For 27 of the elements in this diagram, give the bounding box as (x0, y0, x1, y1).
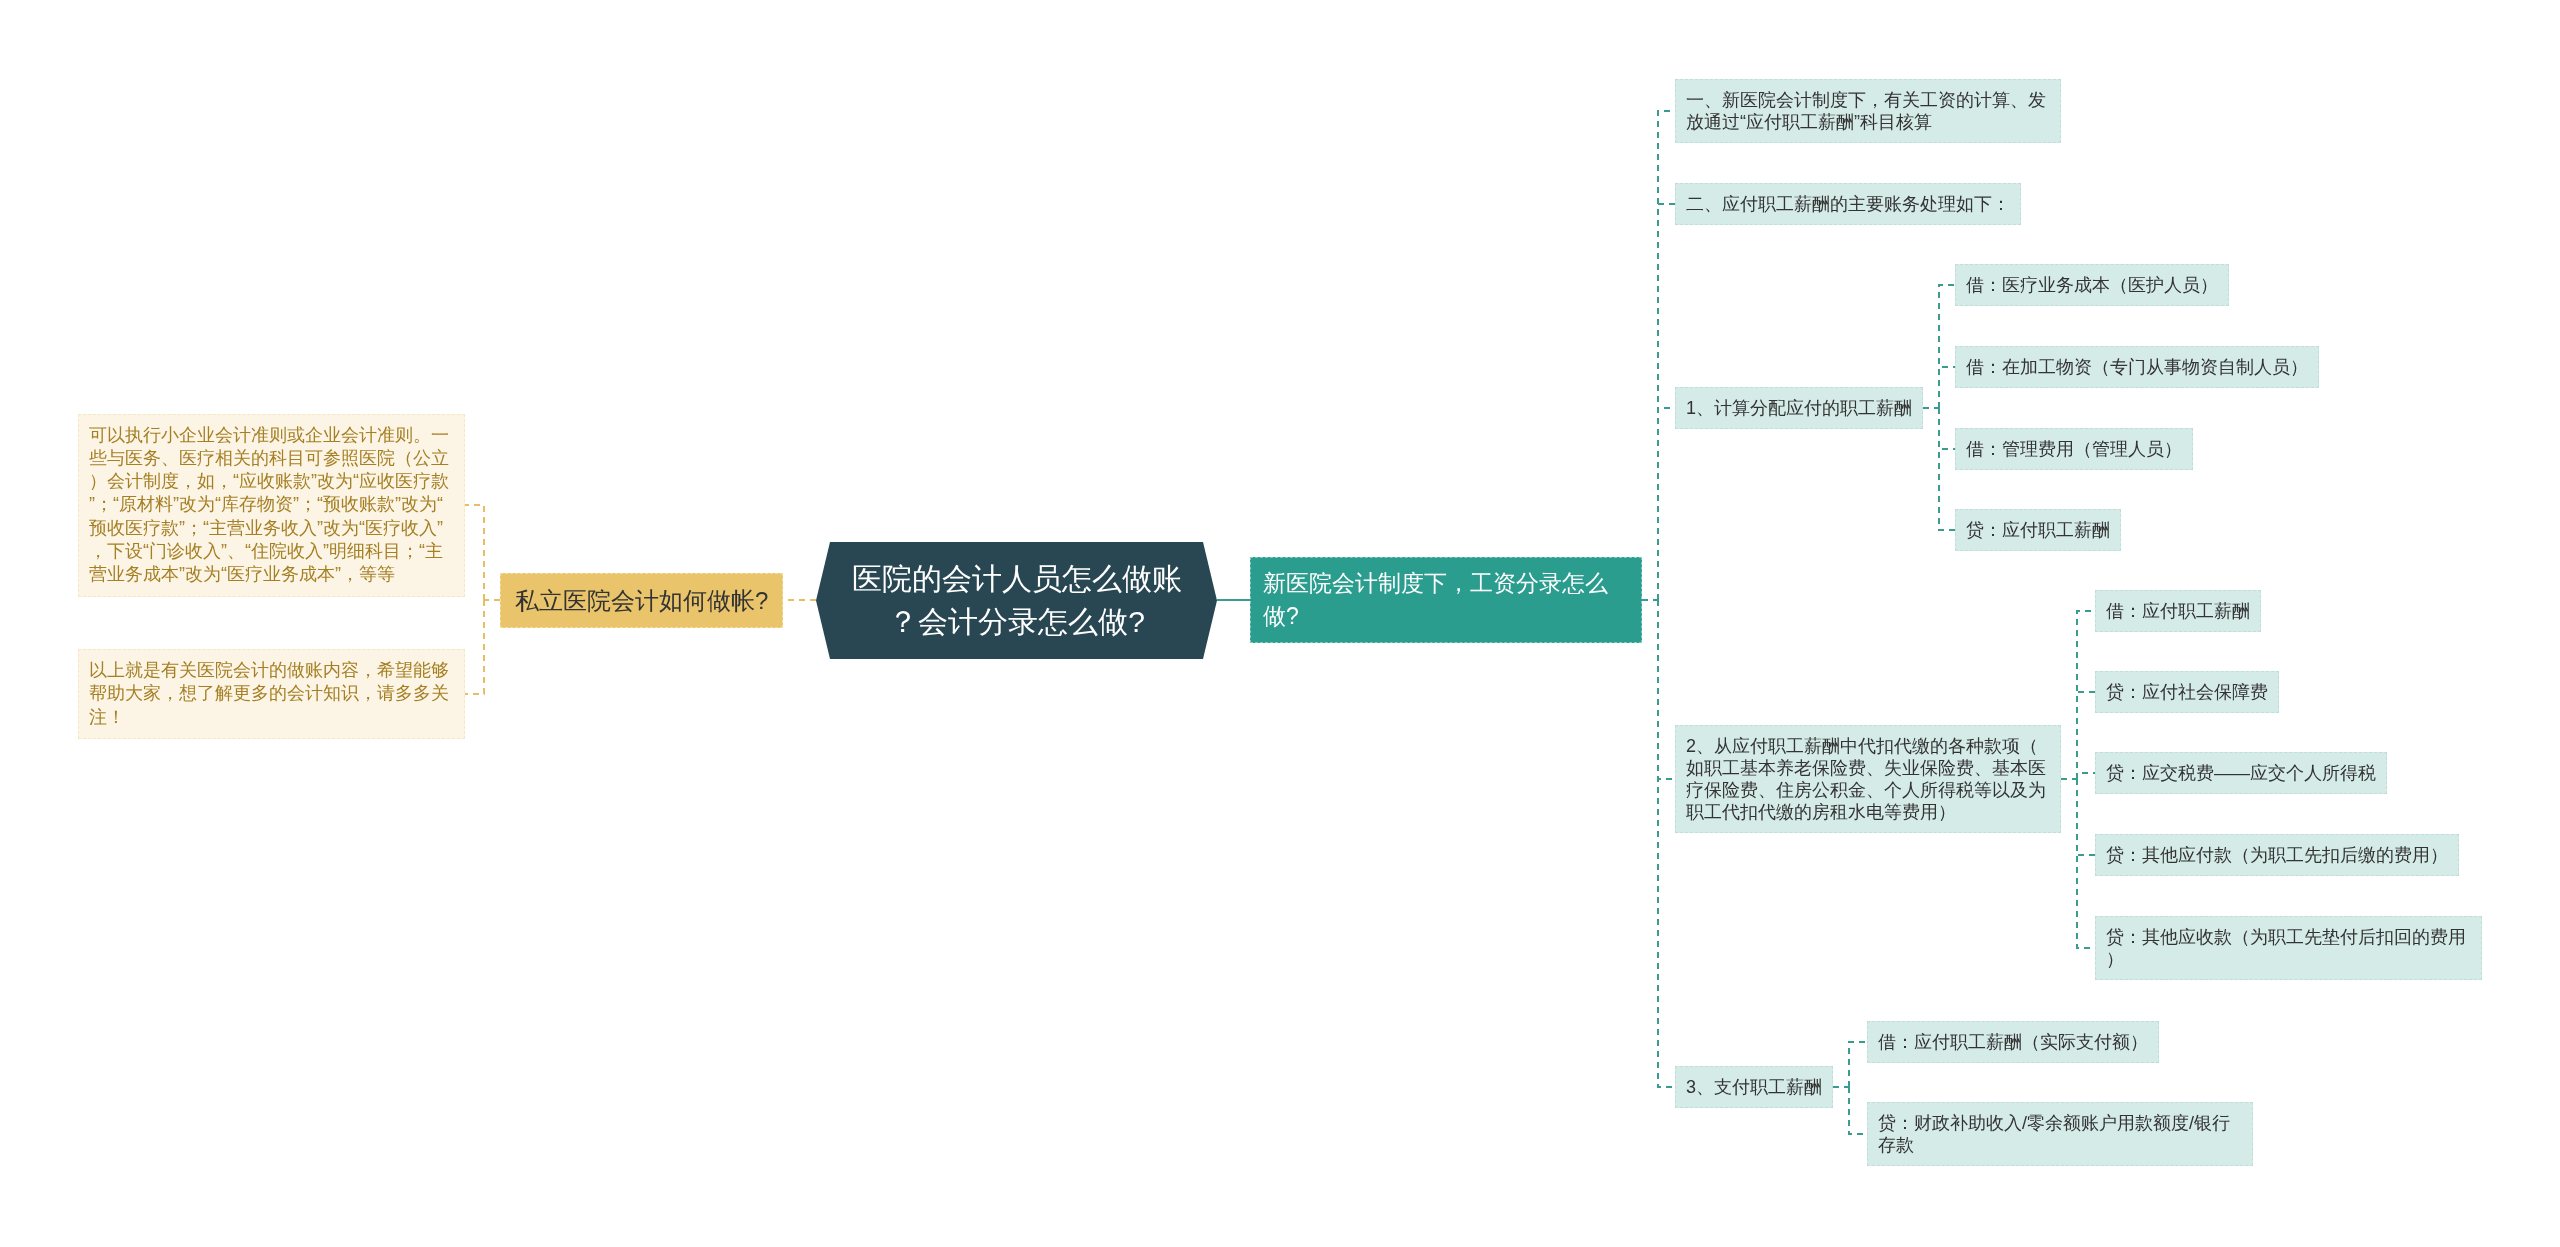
subtopic-box: 贷：应付社会保障费 (2095, 671, 2279, 713)
connector-line (1922, 284, 1956, 531)
subtopic-box: 贷：其他应收款（为职工先垫付后扣回的费用） (2095, 916, 2482, 980)
topic-box: 私立医院会计如何做帐? (500, 572, 784, 628)
subtopic-box: 借：应付职工薪酬 (2095, 590, 2261, 632)
subtopic-box: 借：管理费用（管理人员） (1955, 428, 2193, 470)
subtopic-box: 一、新医院会计制度下，有关工资的计算、发放通过“应付职工薪酬”科目核算 (1675, 79, 2061, 143)
connector-line (1641, 110, 1676, 1088)
subtopic-box: 借：医疗业务成本（医护人员） (1955, 264, 2229, 306)
subtopic-box: 贷：应交税费——应交个人所得税 (2095, 752, 2387, 794)
subtopic-box: 贷：财政补助收入/零余额账户用款额度/银行存款 (1867, 1102, 2253, 1166)
central-topic-hexagon: 医院的会计人员怎么做账？会计分录怎么做? (816, 541, 1217, 659)
subtopic-box: 借：应付职工薪酬（实际支付额） (1867, 1021, 2159, 1063)
note-box: 可以执行小企业会计准则或企业会计准则。一些与医务、医疗相关的科目可参照医院（公立）会计制度，如，“应收账款”改为“应收医疗款”；“原材料”改为“库存物资”；“预收账款”改为“预收医疗款”；“主营业务收入”改为“医疗收入”，下设“门诊收入”、“住院收入”明细科目；“主营业务成本”改为“医疗业务成本”，等等 (78, 413, 465, 597)
subtopic-box: 贷：应付职工薪酬 (1955, 509, 2121, 551)
connector-line (464, 504, 501, 695)
subtopic-box: 3、支付职工薪酬 (1675, 1066, 1833, 1108)
subtopic-box: 1、计算分配应付的职工薪酬 (1675, 387, 1923, 429)
connector-line (1216, 599, 1251, 601)
topic-box: 新医院会计制度下，工资分录怎么做? (1250, 557, 1642, 643)
connector-line (1832, 1041, 1868, 1135)
subtopic-box: 2、从应付职工薪酬中代扣代缴的各种款项（如职工基本养老保险费、失业保险费、基本医疗保险费、住房公积金、个人所得税等以及为职工代扣代缴的房租水电等费用） (1675, 725, 2061, 833)
subtopic-box: 借：在加工物资（专门从事物资自制人员） (1955, 346, 2319, 388)
subtopic-box: 贷：其他应付款（为职工先扣后缴的费用） (2095, 834, 2459, 876)
connector-line (2060, 610, 2096, 949)
subtopic-box: 二、应付职工薪酬的主要账务处理如下： (1675, 183, 2021, 225)
note-box: 以上就是有关医院会计的做账内容，希望能够帮助大家，想了解更多的会计知识，请多多关注！ (78, 649, 465, 739)
